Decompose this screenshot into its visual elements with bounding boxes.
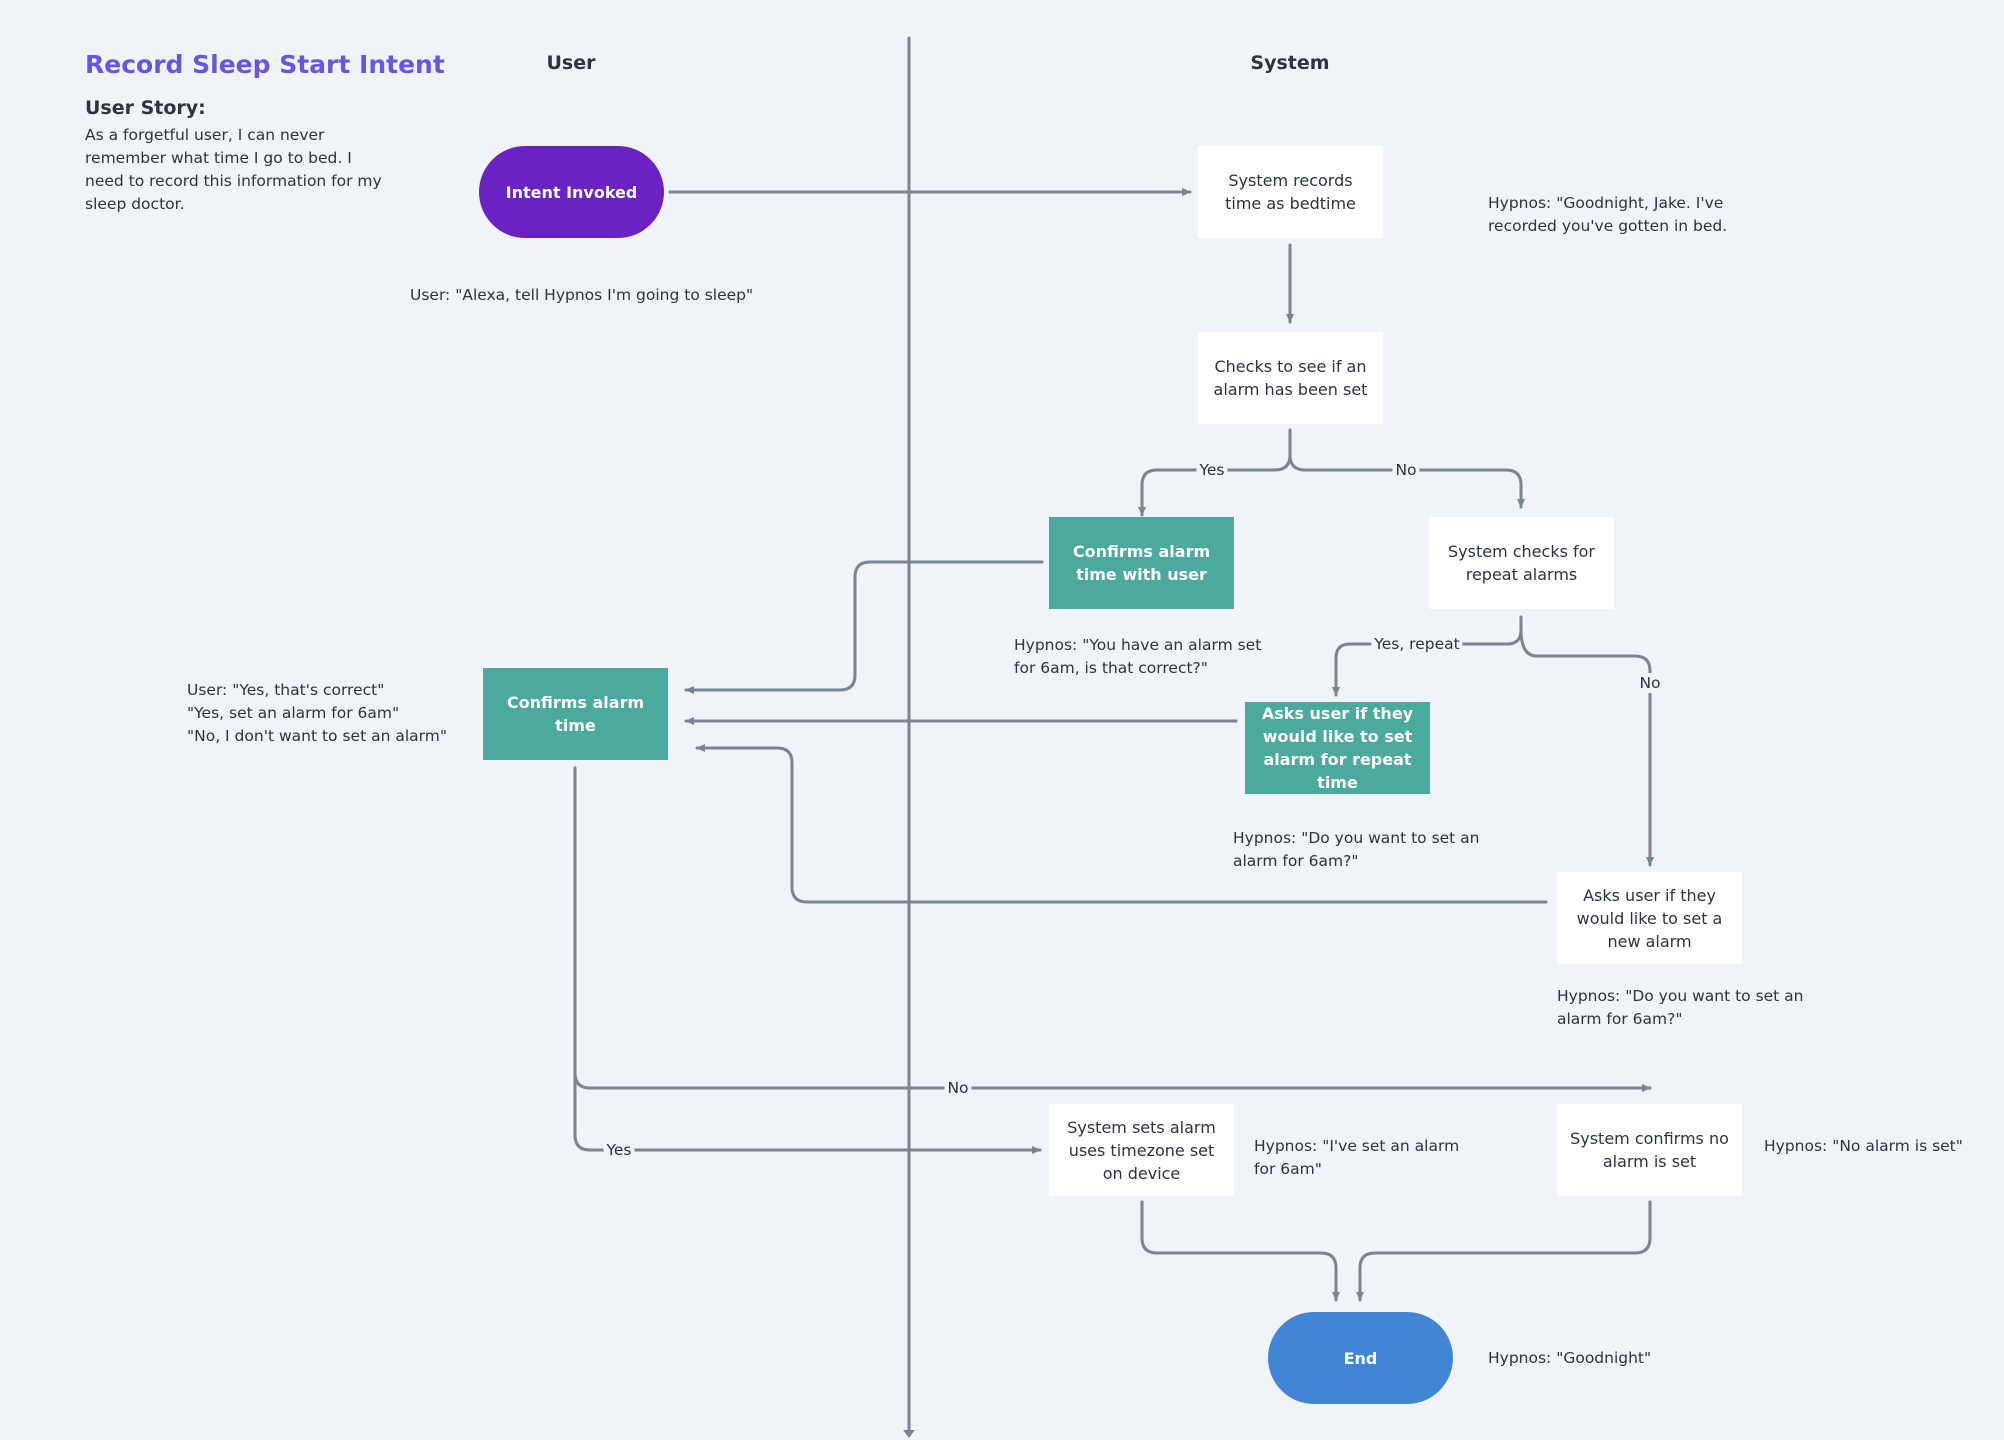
node-confirms-alarm-time[interactable]: Confirms alarm time	[483, 668, 668, 760]
edge-label-yes-alarm-path: Yes	[603, 1140, 635, 1160]
edge-noalarm-to-end	[1356, 1200, 1652, 1302]
note-user-utterance: User: "Alexa, tell Hypnos I'm going to s…	[410, 286, 754, 304]
note-no-alarm: Hypnos: "No alarm is set"	[1764, 1137, 1963, 1155]
node-ask-new-alarm[interactable]: Asks user if they would like to set a ne…	[1557, 872, 1742, 964]
lane-title-system: System	[1250, 52, 1330, 74]
note-alarm-set-for-6am: Hypnos: "You have an alarm set for 6am, …	[1014, 636, 1262, 677]
edge-label-no: No	[1392, 460, 1420, 480]
swimlane-divider-arrow	[903, 1430, 915, 1438]
edge-user-no	[573, 766, 1652, 1092]
edge-asknew-to-user	[695, 744, 1548, 904]
node-confirms-no-alarm[interactable]: System confirms no alarm is set	[1557, 1104, 1742, 1196]
user-story-heading: User Story:	[85, 97, 206, 119]
node-records-bedtime[interactable]: System records time as bedtime	[1198, 146, 1383, 238]
node-ask-repeat-alarm[interactable]: Asks user if they would like to set alar…	[1245, 702, 1430, 794]
node-check-alarm[interactable]: Checks to see if an alarm has been set	[1198, 332, 1383, 424]
diagram-title: Record Sleep Start Intent	[85, 50, 445, 79]
edge-label-no-repeat: No	[1636, 673, 1664, 693]
note-goodnight-recorded: Hypnos: "Goodnight, Jake. I've recorded …	[1488, 194, 1728, 235]
edge-repeat-no	[1519, 628, 1654, 867]
node-intent-invoked[interactable]: Intent Invoked	[479, 146, 664, 238]
note-new-alarm-prompt: Hypnos: "Do you want to set an alarm for…	[1557, 987, 1804, 1028]
note-set-confirmation: Hypnos: "I've set an alarm for 6am"	[1254, 1137, 1460, 1178]
edge-label-no-alarm-path: No	[944, 1078, 972, 1098]
node-confirm-alarm-with-user[interactable]: Confirms alarm time with user	[1049, 517, 1234, 609]
edge-label-yes: Yes	[1196, 460, 1228, 480]
edge-repeat-yes	[1332, 615, 1523, 697]
note-goodnight: Hypnos: "Goodnight"	[1488, 1349, 1652, 1367]
edge-confirm-to-user	[684, 560, 1044, 694]
note-repeat-prompt: Hypnos: "Do you want to set an alarm for…	[1233, 829, 1480, 870]
node-sets-alarm[interactable]: System sets alarm uses timezone set on d…	[1049, 1104, 1234, 1196]
edge-sets-to-end	[1140, 1200, 1340, 1302]
edge-label-yes-repeat: Yes, repeat	[1371, 634, 1463, 654]
node-end[interactable]: End	[1268, 1312, 1453, 1404]
note-user-responses: User: "Yes, that's correct" "Yes, set an…	[187, 681, 447, 745]
user-story-body: As a forgetful user, I can never remembe…	[85, 126, 382, 213]
edge-check-no	[1288, 453, 1525, 509]
edge-user-yes	[573, 1071, 1042, 1154]
node-check-repeat-alarms[interactable]: System checks for repeat alarms	[1429, 517, 1614, 609]
lane-title-user: User	[546, 52, 596, 74]
